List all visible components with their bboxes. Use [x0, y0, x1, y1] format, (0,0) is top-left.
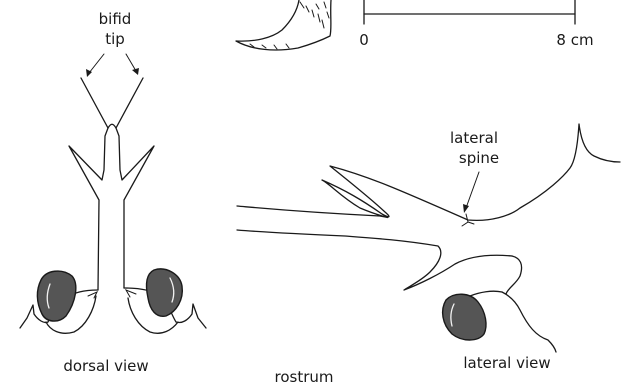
lateral-view-drawing	[237, 124, 620, 352]
scale-bar	[364, 0, 575, 24]
scale-bar-start-label: 0	[359, 33, 369, 48]
dorsal-view-caption: dorsal view	[63, 359, 148, 374]
bifid-tip-label-line1: bifid	[99, 12, 132, 27]
lateral-spine-label-line2: spine	[459, 151, 499, 166]
lateral-spine-label-line1: lateral	[450, 131, 498, 146]
bifid-tip-arrows	[86, 54, 139, 77]
lateral-view-caption: lateral view	[463, 356, 550, 371]
dorsal-view-drawing	[20, 78, 206, 333]
right-eye	[146, 269, 182, 316]
rostrum-caption: rostrum	[275, 370, 334, 385]
lateral-eye	[443, 294, 486, 340]
left-eye	[37, 271, 75, 321]
specimen-thumbnail	[236, 0, 331, 50]
scale-bar-end-label: 8 cm	[556, 33, 593, 48]
bifid-tip-label-line2: tip	[105, 32, 125, 47]
lateral-spine-pointer	[466, 172, 479, 208]
